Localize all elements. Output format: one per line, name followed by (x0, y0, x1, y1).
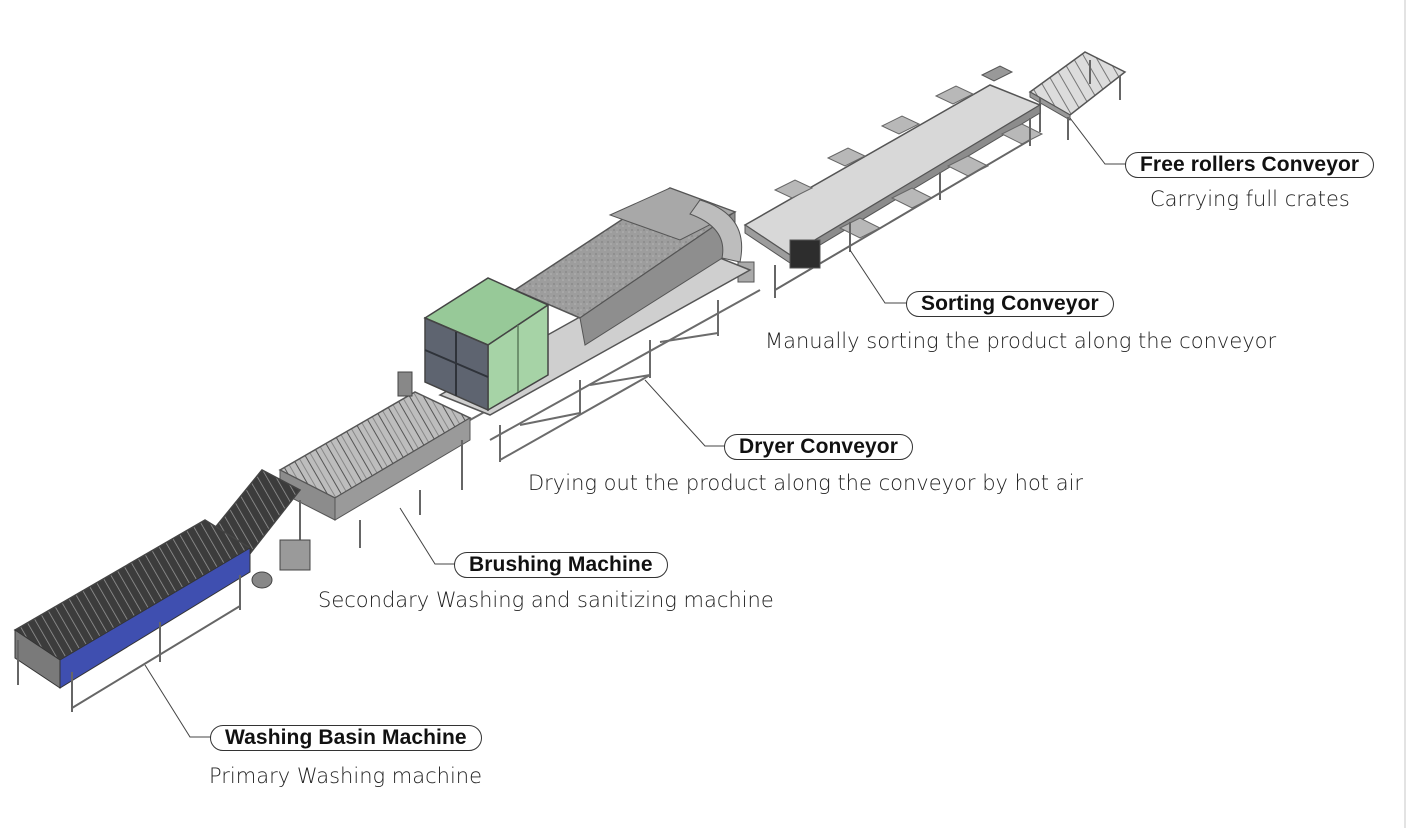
leader-brushing (399, 507, 456, 565)
callout-description: Primary Washing machine (209, 764, 483, 788)
dryer-conveyor (423, 187, 761, 462)
page-edge-divider (1404, 0, 1406, 828)
leader-lines (144, 117, 1128, 738)
callout-brushing: Brushing Machine (454, 552, 668, 578)
sorting-conveyor (737, 65, 1044, 298)
washing-basin-machine (13, 469, 302, 712)
callout-sorting: Sorting Conveyor (906, 291, 1114, 317)
callout-washing: Washing Basin Machine (210, 725, 482, 751)
callout-free-rollers: Free rollers Conveyor (1125, 152, 1375, 178)
callout-description: Secondary Washing and sanitizing machine (318, 588, 774, 612)
callout-description: Carrying full crates (1150, 187, 1350, 211)
callout-title: Brushing Machine (454, 552, 668, 578)
leader-dryer (644, 379, 726, 447)
leader-free-rollers (1069, 117, 1128, 165)
free-rollers-conveyor (1028, 51, 1127, 140)
callout-title: Free rollers Conveyor (1125, 152, 1375, 178)
callout-description: Drying out the product along the conveyo… (528, 471, 1084, 495)
leader-sorting (849, 249, 908, 304)
callout-title: Sorting Conveyor (906, 291, 1114, 317)
callout-title: Washing Basin Machine (210, 725, 482, 751)
leader-washing (144, 664, 212, 738)
callout-dryer: Dryer Conveyor (724, 434, 913, 460)
callout-description: Manually sorting the product along the c… (765, 329, 1277, 353)
callout-title: Dryer Conveyor (724, 434, 913, 460)
brushing-machine (278, 371, 472, 571)
